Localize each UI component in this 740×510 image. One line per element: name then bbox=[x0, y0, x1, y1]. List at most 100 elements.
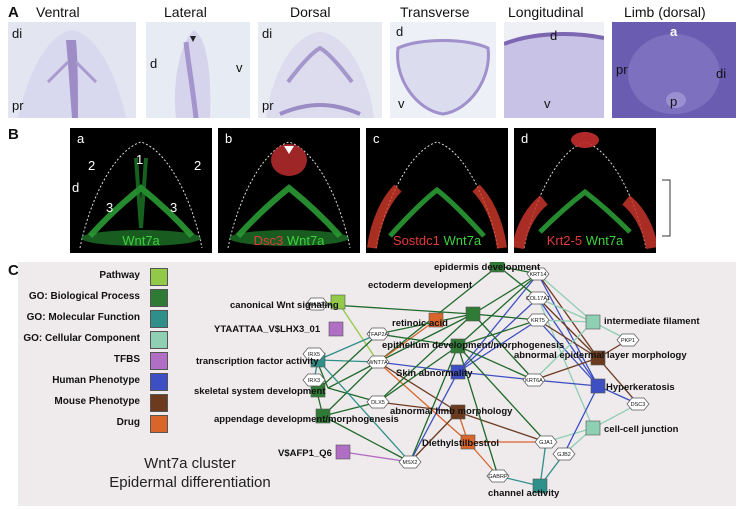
gene-label-pkp1: PKP1 bbox=[621, 338, 635, 344]
node-abnormal-limb-morphology[interactable] bbox=[450, 404, 466, 420]
gene-label-krt6a: KRT6A bbox=[525, 378, 543, 384]
longitudinal-label-d: d bbox=[550, 28, 558, 43]
term-label-cell-cell-junction: cell-cell junction bbox=[604, 424, 679, 435]
lateral-image: d v bbox=[146, 22, 250, 118]
node-intermediate-filament[interactable] bbox=[585, 314, 601, 330]
node-ectoderm-development[interactable] bbox=[465, 306, 481, 322]
cluster-caption-line2: Epidermal differentiation bbox=[109, 474, 271, 491]
legend-item-human-phenotype: Human Phenotype bbox=[18, 373, 178, 393]
gene-krt6a[interactable] bbox=[522, 373, 546, 387]
node-epidermis-development[interactable] bbox=[489, 262, 505, 273]
transverse-illustration bbox=[396, 39, 490, 116]
term-label-retinoic-acid: retinoic acid bbox=[392, 318, 448, 329]
term-label-intermediate-filament: intermediate filament bbox=[604, 316, 700, 327]
caption-c-marker-2: Wnt7a bbox=[443, 233, 482, 248]
gene-gja1[interactable] bbox=[534, 435, 558, 449]
longitudinal-illustration bbox=[504, 32, 604, 118]
panel-b-letter: B bbox=[8, 126, 19, 143]
limb-label-p: p bbox=[670, 94, 678, 109]
caption-b-marker-2: Wnt7a bbox=[286, 233, 325, 248]
gene-msx2[interactable] bbox=[398, 455, 422, 469]
legend-item-go-cc: GO: Cellular Component bbox=[18, 331, 178, 351]
term-label-abnormal-epidermal-layer: abnormal epidermal layer morphology bbox=[514, 350, 687, 361]
limb-dorsal-image: a pr di p bbox=[612, 22, 736, 118]
longitudinal-image: d v bbox=[504, 22, 604, 118]
gene-tfap2a[interactable] bbox=[366, 327, 390, 341]
dorsal-illustration bbox=[266, 32, 374, 118]
term-label-abnormal-limb: abnormal limb morphology bbox=[390, 406, 513, 417]
node-abnormal-epidermal-layer[interactable] bbox=[590, 350, 606, 366]
gene-irx5[interactable] bbox=[302, 347, 326, 361]
marker-1: 1 bbox=[136, 152, 144, 167]
gene-label-dlx5: DLX5 bbox=[371, 400, 385, 406]
node-cell-cell-junction[interactable] bbox=[585, 420, 601, 436]
panel-a-title-longitudinal: Longitudinal bbox=[508, 4, 584, 20]
fluorescence-a-sub: a bbox=[77, 131, 85, 146]
term-label-ectoderm-development: ectoderm development bbox=[368, 280, 473, 291]
fluorescence-a-caption: Wnt7a bbox=[70, 233, 212, 248]
term-label-epithelium-development: epithelium development/morphogenesis bbox=[382, 340, 564, 351]
legend-item-go-bp: GO: Biological Process bbox=[18, 289, 178, 309]
legend-item-pathway: Pathway bbox=[18, 268, 178, 288]
gene-wnt7a[interactable] bbox=[366, 355, 390, 369]
panel-a-title-transverse: Transverse bbox=[400, 4, 470, 20]
fluorescence-d-sub: d bbox=[521, 131, 529, 146]
node-retinoic-acid[interactable] bbox=[428, 312, 444, 328]
panel-a-title-lateral: Lateral bbox=[164, 4, 207, 20]
node-channel-activity[interactable] bbox=[532, 478, 548, 494]
gene-krt5[interactable] bbox=[526, 313, 550, 327]
term-labels: epidermis development ectoderm developme… bbox=[194, 262, 700, 499]
longitudinal-label-v: v bbox=[544, 96, 551, 111]
panel-a-title-ventral: Ventral bbox=[36, 4, 80, 20]
gene-dsc3[interactable] bbox=[626, 397, 650, 411]
gene-gabrp[interactable] bbox=[486, 469, 510, 483]
node-hyperkeratosis[interactable] bbox=[590, 378, 606, 394]
node-skin-abnormality[interactable] bbox=[450, 364, 466, 380]
term-label-skin-abnormality: Skin abnormality bbox=[396, 368, 473, 379]
gene-label-krt14: KRT14 bbox=[529, 272, 546, 278]
limb-label-di: di bbox=[716, 66, 727, 81]
gene-dlx5[interactable] bbox=[366, 395, 390, 409]
marker-3-left: 3 bbox=[106, 200, 114, 215]
term-label-transcription-factor: transcription factor activity bbox=[196, 356, 319, 367]
term-label-ytaattaa: YTAATTAA_V$LHX3_01 bbox=[214, 324, 321, 335]
term-label-canonical-wnt: canonical Wnt signaling bbox=[230, 300, 339, 311]
lateral-label-d: d bbox=[150, 56, 158, 71]
term-label-skeletal-system: skeletal system development bbox=[194, 386, 326, 397]
gene-label-msx2: MSX2 bbox=[403, 460, 418, 466]
node-appendage-development[interactable] bbox=[315, 408, 331, 424]
gene-label-gabrp: GABRP bbox=[488, 474, 508, 480]
fluorescence-c-caption: Sostdc1 Wnt7a bbox=[366, 233, 508, 248]
ventral-label-pr: pr bbox=[12, 98, 24, 113]
node-ytaattaa-lhx3[interactable] bbox=[328, 321, 344, 337]
panel-b-side-label: d bbox=[72, 180, 80, 195]
panel-a-letter: A bbox=[8, 4, 19, 21]
gene-pkp1[interactable] bbox=[616, 333, 640, 347]
gene-gjb2[interactable] bbox=[552, 447, 576, 461]
gene-irx3[interactable] bbox=[302, 373, 326, 387]
term-label-hyperkeratosis: Hyperkeratosis bbox=[606, 382, 675, 393]
fluorescence-panel-c: c Sostdc1 Wnt7a bbox=[366, 128, 508, 253]
caption-c-marker-1: Sostdc1 bbox=[392, 233, 440, 248]
term-label-channel-activity: channel activity bbox=[488, 488, 560, 499]
bracket bbox=[662, 179, 671, 237]
lateral-illustration bbox=[174, 30, 211, 118]
fluorescence-b-sub: b bbox=[225, 131, 233, 146]
node-vafp1-q6[interactable] bbox=[335, 444, 351, 460]
gene-label-tfap2c: TFAP2C bbox=[307, 302, 328, 308]
gene-label-gja1: GJA1 bbox=[539, 440, 553, 446]
gene-tfap2c[interactable] bbox=[305, 297, 329, 311]
marker-3-right: 3 bbox=[170, 200, 178, 215]
gene-labels: TFAP2C KRT14 COL17A1 TFAP2A KRT5 PKP1 IR… bbox=[307, 272, 646, 480]
fluorescence-c-illustration bbox=[367, 141, 507, 249]
gene-label-wnt7a: WNT7A bbox=[368, 360, 388, 366]
legend-item-tfbs: TFBS bbox=[18, 352, 178, 372]
node-diethylstilbestrol[interactable] bbox=[460, 434, 476, 450]
node-canonical-wnt-signaling[interactable] bbox=[330, 294, 346, 310]
node-epithelium-development[interactable] bbox=[450, 338, 466, 354]
fluorescence-d-illustration bbox=[514, 132, 656, 250]
gene-krt14[interactable] bbox=[526, 267, 550, 281]
gene-col17a1[interactable] bbox=[526, 291, 550, 305]
limb-dorsal-illustration bbox=[612, 22, 736, 118]
network-panel: Pathway GO: Biological Process GO: Molec… bbox=[18, 262, 736, 506]
